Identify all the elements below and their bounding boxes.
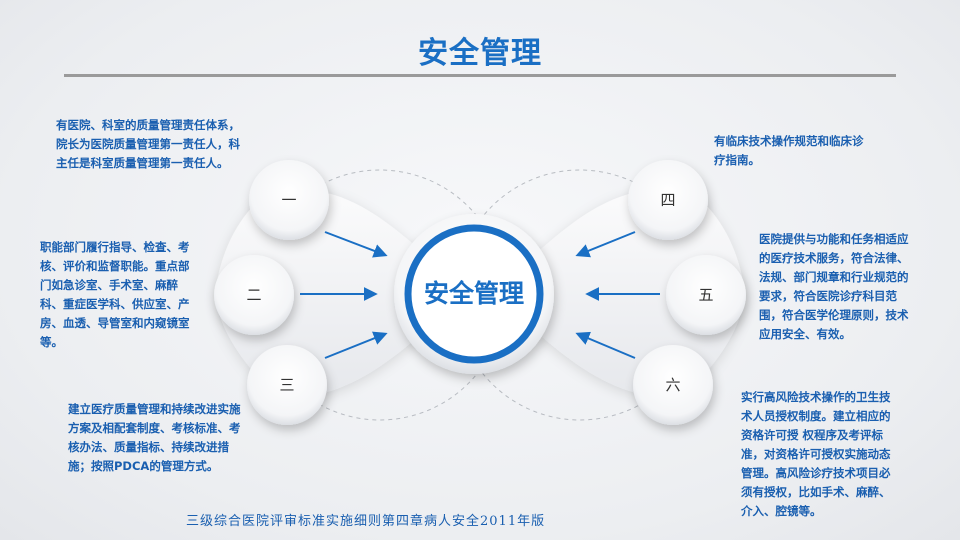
arrow-three xyxy=(324,331,388,359)
item-number-three: 三 xyxy=(279,376,295,394)
item-text-two: 职能部门履行指导、检查、考核、评价和监督职能。重点部门如急诊室、手术室、麻醉科、… xyxy=(40,240,190,349)
arrow-six xyxy=(575,331,636,359)
item-text-five: 医院提供与功能和任务相适应的医疗技术服务，符合法律、法规、部门规章和行业规范的要… xyxy=(759,232,909,341)
source-footer: 三级综合医院评审标准实施细则第四章病人安全2011年版 xyxy=(186,514,546,529)
item-text-three: 建立医疗质量管理和持续改进实施方案及相配套制度、考核标准、考核办法、质量指标、持… xyxy=(68,402,241,473)
item-number-four: 四 xyxy=(660,191,676,209)
item-circle-one xyxy=(249,160,329,240)
item-circle-four xyxy=(628,160,708,240)
item-number-six: 六 xyxy=(665,376,681,394)
item-number-two: 二 xyxy=(246,286,262,304)
item-text-one: 有医院、科室的质量管理责任体系，院长为医院质量管理第一责任人，科主任是科室质量管… xyxy=(56,118,240,170)
center-label: 安全管理 xyxy=(423,279,524,308)
page-title: 安全管理 xyxy=(418,36,542,71)
item-circle-three xyxy=(247,345,327,425)
arrow-one xyxy=(324,231,388,258)
arrow-four xyxy=(575,231,636,258)
item-circle-six xyxy=(633,345,713,425)
item-circle-two xyxy=(214,255,294,335)
title-divider xyxy=(64,74,896,77)
item-text-six: 实行高风险技术操作的卫生技术人员授权制度。建立相应的资格许可授 权程序及考评标准… xyxy=(741,390,891,518)
item-circle-five xyxy=(666,255,746,335)
item-number-five: 五 xyxy=(698,286,714,304)
item-number-one: 一 xyxy=(281,191,297,209)
item-text-four: 有临床技术操作规范和临床诊疗指南。 xyxy=(714,134,864,167)
center-ring xyxy=(404,224,544,364)
